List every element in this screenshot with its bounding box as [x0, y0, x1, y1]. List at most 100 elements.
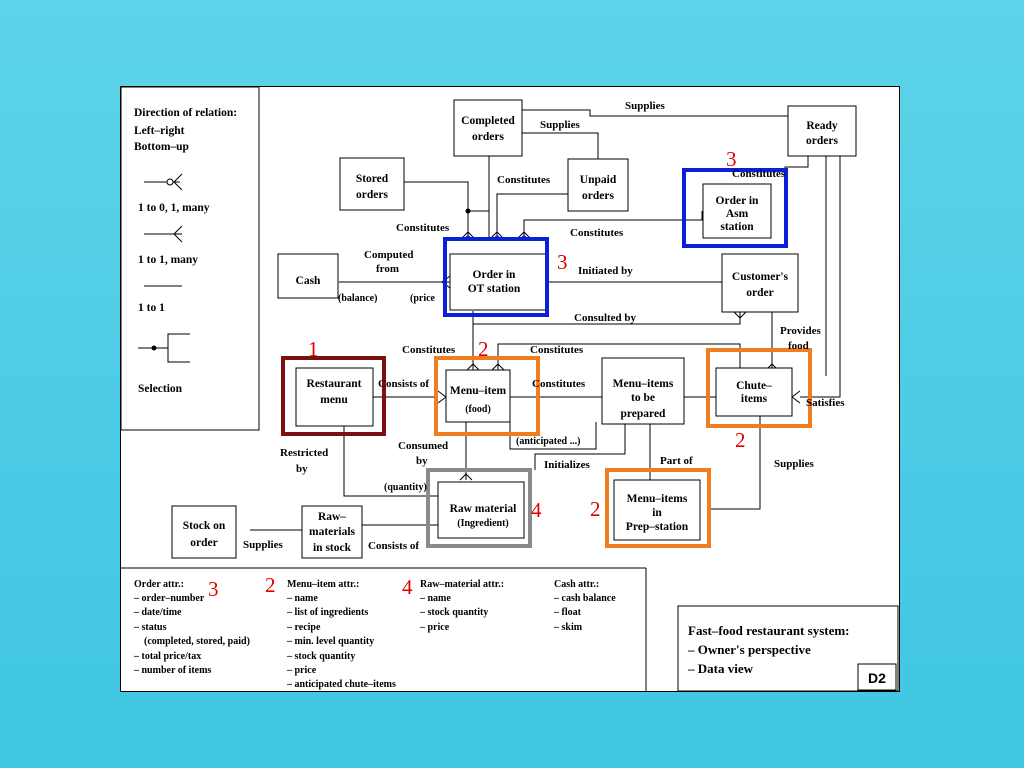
- marker-2-prep-station: 2: [590, 497, 601, 521]
- label-constitutes-asm: Constitutes: [732, 168, 786, 180]
- attr-raw-material-heading: Raw–material attr.:: [420, 579, 504, 590]
- svg-text:– order–number: – order–number: [133, 593, 205, 604]
- label-by: by: [416, 455, 428, 467]
- label-initializes: Initializes: [544, 459, 591, 471]
- label-consulted-by: Consulted by: [574, 312, 637, 324]
- label-supplies-mid: Supplies: [540, 119, 580, 131]
- legend-heading: Direction of relation:: [134, 107, 237, 119]
- svg-text:– stock quantity: – stock quantity: [286, 651, 355, 662]
- entity-stock-on-order: Stock on order: [171, 505, 237, 559]
- svg-text:– price: – price: [419, 622, 450, 633]
- svg-text:Unpaid: Unpaid: [580, 174, 617, 186]
- label-price: (price: [410, 293, 436, 304]
- label-restricted: Restricted: [280, 447, 328, 459]
- marker-3-attr: 3: [208, 577, 219, 601]
- svg-text:Customer's: Customer's: [732, 271, 789, 283]
- svg-text:– number of items: – number of items: [133, 665, 211, 676]
- entity-ready-orders: Ready orders: [787, 105, 857, 157]
- title-line-1: Fast–food restaurant system:: [688, 623, 850, 638]
- legend: Direction of relation: Left–right Bottom…: [120, 86, 260, 431]
- svg-text:Order in: Order in: [716, 195, 760, 207]
- label-from: from: [376, 263, 399, 275]
- entity-menu-item: Menu–item (food): [445, 369, 511, 423]
- marker-1: 1: [308, 337, 319, 361]
- frame-restaurant-menu: [281, 356, 386, 436]
- svg-text:– list of ingredients: – list of ingredients: [286, 607, 368, 618]
- svg-text:Stored: Stored: [356, 173, 389, 185]
- svg-text:Restaurant: Restaurant: [307, 378, 362, 390]
- legend-item-2: 1 to 1, many: [138, 254, 198, 266]
- svg-text:materials: materials: [309, 526, 356, 538]
- title-line-3: – Data view: [687, 661, 754, 676]
- label-supplies-chute: Supplies: [774, 458, 814, 470]
- svg-text:– stock quantity: – stock quantity: [419, 607, 488, 618]
- number-markers: 1 2 3 3 2 2 4: [308, 147, 746, 522]
- er-diagram: Direction of relation: Left–right Bottom…: [120, 86, 900, 692]
- svg-text:Menu–item: Menu–item: [450, 385, 507, 397]
- svg-text:(completed, stored, paid): (completed, stored, paid): [144, 636, 250, 647]
- legend-item-4: Selection: [138, 383, 183, 395]
- svg-text:– anticipated chute–items: – anticipated chute–items: [286, 679, 396, 690]
- svg-text:Stock on: Stock on: [183, 520, 226, 532]
- svg-text:(Ingredient): (Ingredient): [457, 518, 508, 529]
- svg-text:Cash: Cash: [296, 275, 322, 287]
- svg-text:Menu–items: Menu–items: [613, 378, 674, 390]
- label-consists-of-raw: Consists of: [368, 540, 419, 552]
- attr-order-heading: Order attr.:: [134, 579, 184, 590]
- label-consists-of: Consists of: [378, 378, 429, 390]
- highlight-frames: [281, 168, 812, 548]
- svg-text:– price: – price: [286, 665, 317, 676]
- svg-text:Raw–: Raw–: [318, 511, 346, 523]
- label-constitutes-ot: Constitutes: [570, 227, 624, 239]
- label-constitutes-unpaid: Constitutes: [497, 174, 551, 186]
- frame-menu-item: [434, 356, 540, 436]
- diagram-code: D2: [868, 670, 886, 686]
- label-constitutes-menu2: Constitutes: [530, 344, 584, 356]
- svg-text:Completed: Completed: [461, 115, 515, 127]
- frame-prep-station: [605, 468, 711, 548]
- label-supplies-stock: Supplies: [243, 539, 283, 551]
- label-food: food: [788, 340, 809, 352]
- svg-text:Menu–items: Menu–items: [627, 493, 688, 505]
- marker-4-attr: 4: [402, 575, 413, 599]
- svg-text:Chute–: Chute–: [736, 380, 772, 392]
- svg-text:prepared: prepared: [621, 408, 667, 420]
- marker-3-order-ot: 3: [557, 250, 568, 274]
- title-box: Fast–food restaurant system: – Owner's p…: [677, 605, 899, 692]
- entity-completed-orders: Completed orders: [453, 99, 523, 157]
- svg-text:orders: orders: [582, 190, 614, 202]
- frame-order-asm: [682, 168, 788, 248]
- label-part-of: Part of: [660, 455, 693, 467]
- marker-2-chute-items: 2: [735, 428, 746, 452]
- svg-text:orders: orders: [806, 135, 838, 147]
- entity-menu-items-to-be-prepared: Menu–items to be prepared: [601, 357, 685, 425]
- svg-text:station: station: [720, 221, 754, 233]
- entity-stored-orders: Stored orders: [339, 157, 405, 211]
- label-supplies-top: Supplies: [625, 100, 665, 112]
- frame-chute-items: [706, 348, 812, 428]
- entity-order-ot-station: Order in OT station: [449, 253, 549, 311]
- svg-text:orders: orders: [472, 131, 504, 143]
- entity-restaurant-menu: Restaurant menu: [295, 367, 374, 427]
- entity-raw-material: Raw material (Ingredient): [437, 481, 525, 539]
- svg-text:Asm: Asm: [726, 208, 749, 220]
- svg-text:OT station: OT station: [468, 283, 521, 295]
- label-constitutes-prep: Constitutes: [532, 378, 586, 390]
- diagram-slide: Direction of relation: Left–right Bottom…: [120, 86, 900, 692]
- entity-menu-items-in-prep-station: Menu–items in Prep–station: [613, 479, 701, 541]
- marker-3-order-asm: 3: [726, 147, 737, 171]
- relation-labels: Supplies Supplies Constitutes Constitute…: [243, 100, 845, 552]
- legend-crowfoot-mandatory-icon: [144, 225, 183, 243]
- frame-raw-material: [426, 468, 532, 548]
- attributes-section: Order attr.: – order–number – date/time …: [121, 567, 647, 692]
- label-anticipated: (anticipated ...): [516, 436, 580, 447]
- marker-4-raw-material: 4: [531, 498, 542, 522]
- svg-text:orders: orders: [356, 189, 388, 201]
- legend-line2: Bottom–up: [134, 141, 189, 153]
- svg-text:Order in: Order in: [473, 269, 517, 281]
- legend-line1: Left–right: [134, 125, 185, 137]
- label-constitutes-stored: Constitutes: [396, 222, 450, 234]
- entity-unpaid-orders: Unpaid orders: [567, 158, 629, 212]
- svg-text:Prep–station: Prep–station: [626, 521, 689, 533]
- svg-text:menu: menu: [320, 394, 348, 406]
